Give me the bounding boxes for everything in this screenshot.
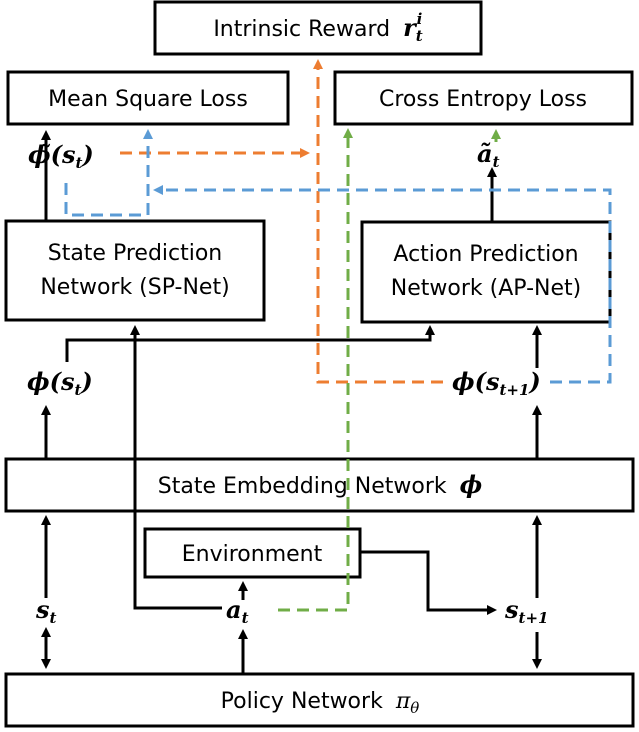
black-arrows — [41, 130, 542, 673]
orange-phist1-to-reward — [313, 59, 443, 384]
arrow-phist-to-ap — [65, 325, 435, 362]
svg-text:Intrinsic Reward rti: Intrinsic Reward rti — [213, 10, 422, 45]
green-at-to-ce-loss — [278, 128, 353, 612]
green-dashed-paths — [278, 128, 353, 612]
svg-text:Policy Network πθ: Policy Network πθ — [221, 689, 420, 717]
cross-entropy-loss-box: Cross Entropy Loss — [333, 70, 634, 126]
sp-net-label-line1: State Prediction — [48, 241, 223, 266]
phi-st1-label: ϕ(st+1) — [452, 367, 541, 399]
ap-net-box: Action Prediction Network (AP-Net) — [360, 220, 612, 324]
s-t1-label: st+1 — [504, 595, 548, 627]
policy-network-label: Policy Network — [221, 689, 383, 714]
arrow-env-to-st1 — [360, 550, 497, 615]
intrinsic-reward-box: Intrinsic Reward rti — [153, 0, 483, 56]
a-t-label: at — [226, 595, 249, 627]
sp-net-box: State Prediction Network (SP-Net) — [4, 219, 266, 322]
sp-net-label-line2: Network (SP-Net) — [40, 275, 229, 300]
s-t-label: st — [35, 595, 57, 627]
ap-net-label-line2: Network (AP-Net) — [391, 276, 581, 301]
state-embedding-label: State Embedding Network — [158, 474, 447, 499]
state-embedding-network-box: State Embedding Network ϕ — [4, 457, 635, 513]
arrow-at-to-sp — [130, 325, 222, 610]
mean-square-loss-box: Mean Square Loss — [6, 70, 290, 126]
a-tilde-t-label: ãt — [477, 139, 500, 171]
phi-tilde-st-label: ϕ̃(st) — [28, 140, 94, 172]
svg-text:State Embedding Network: State Embedding Network ϕ — [158, 470, 483, 499]
blue-mse-target — [64, 129, 153, 217]
blue-dashed-paths — [64, 129, 612, 384]
orange-dashed-paths — [120, 59, 443, 384]
environment-box: Environment — [143, 527, 362, 579]
policy-network-box: Policy Network πθ — [4, 672, 635, 728]
intrinsic-reward-label: Intrinsic Reward — [213, 17, 390, 42]
mean-square-loss-label: Mean Square Loss — [48, 87, 248, 112]
environment-label: Environment — [182, 542, 323, 567]
cross-entropy-loss-label: Cross Entropy Loss — [379, 87, 587, 112]
ap-net-label-line1: Action Prediction — [393, 242, 578, 267]
blue-phist1-to-mse — [153, 185, 612, 384]
phi-st-label: ϕ(st) — [27, 367, 93, 399]
